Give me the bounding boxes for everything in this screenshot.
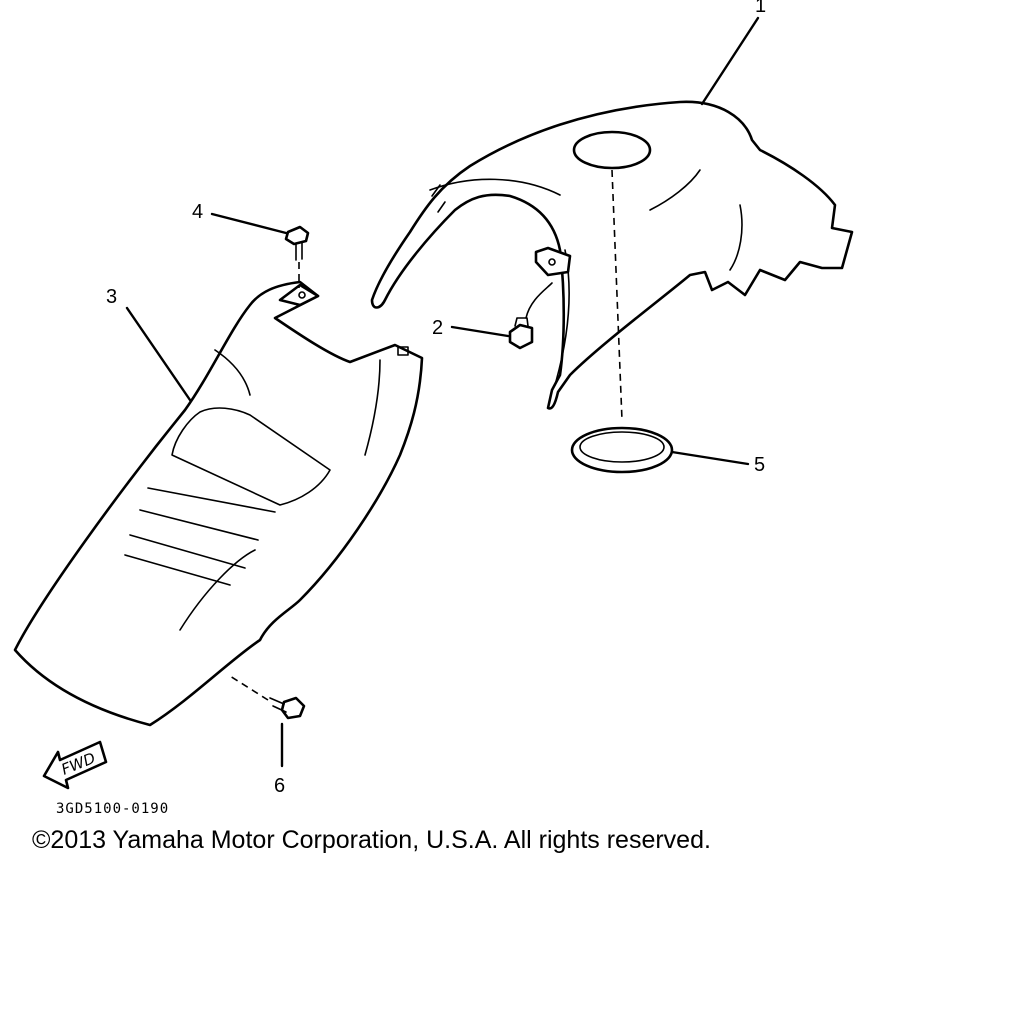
leader-5 (670, 450, 750, 466)
part-6-bolt (229, 675, 306, 720)
leader-4 (210, 212, 288, 235)
callout-2: 2 (432, 317, 443, 339)
part-3-cover (13, 280, 424, 727)
leader-3 (125, 306, 192, 402)
filler-opening (572, 130, 652, 170)
part-5-ring (570, 426, 674, 474)
callout-3: 3 (106, 286, 117, 308)
callout-6: 6 (274, 775, 285, 797)
callout-1: 1 (755, 0, 766, 17)
fwd-arrow-icon: FWD (42, 740, 108, 790)
part-4-bolt (284, 225, 310, 288)
mounting-tab (534, 246, 572, 277)
callout-5: 5 (754, 454, 765, 476)
leader-2 (450, 325, 510, 338)
callout-4: 4 (192, 201, 203, 223)
centerline-filler (611, 169, 623, 421)
leader-1 (700, 16, 760, 106)
copyright-notice: ©2013 Yamaha Motor Corporation, U.S.A. A… (32, 826, 711, 854)
part-1-tank-cover (370, 100, 854, 410)
drawing-code: 3GD5100-0190 (56, 801, 169, 817)
part-2-grommet (508, 282, 553, 350)
